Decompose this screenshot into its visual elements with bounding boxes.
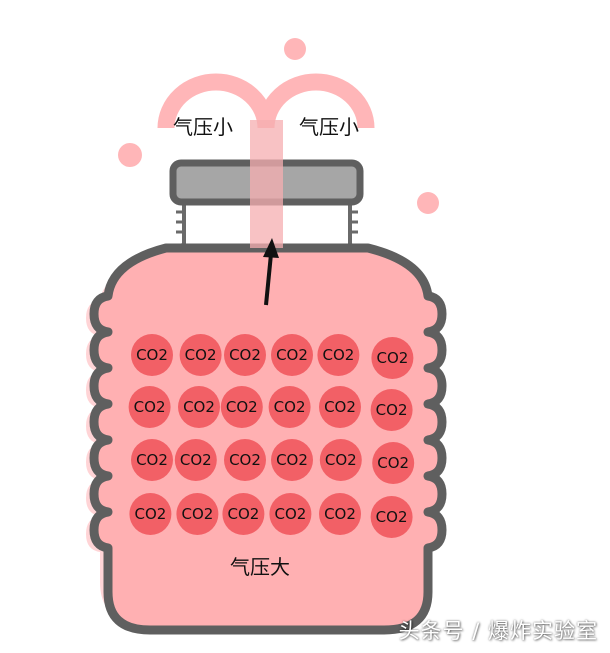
- co2-molecule: [176, 493, 219, 535]
- co2-molecule-label: CO2: [325, 451, 357, 469]
- label-high-pressure-inside: 气压大: [230, 555, 290, 579]
- co2-molecule-label: CO2: [136, 451, 168, 469]
- co2-molecule-label: CO2: [183, 398, 215, 416]
- co2-molecule-label: CO2: [324, 505, 356, 523]
- co2-molecule: [317, 334, 360, 376]
- co2-molecule: [224, 334, 266, 376]
- co2-molecule: [319, 439, 362, 481]
- co2-molecule: [271, 334, 313, 376]
- fountain-stream: [250, 120, 283, 248]
- droplet: [284, 38, 306, 60]
- co2-molecule-label: CO2: [227, 505, 259, 523]
- co2-molecule-label: CO2: [274, 398, 306, 416]
- co2-molecule: [220, 386, 263, 428]
- co2-molecule-label: CO2: [229, 346, 261, 364]
- co2-molecule-label: CO2: [276, 346, 308, 364]
- fountain-arc-right: [257, 73, 375, 129]
- co2-molecule-label: CO2: [185, 346, 217, 364]
- co2-molecule: [372, 442, 415, 484]
- label-low-pressure-right: 气压小: [299, 115, 359, 139]
- co2-molecule: [271, 439, 313, 481]
- co2-molecule-label: CO2: [376, 349, 408, 367]
- co2-molecule-label: CO2: [180, 451, 212, 469]
- co2-molecule: [371, 337, 414, 379]
- co2-molecule: [178, 386, 220, 428]
- co2-molecule-label: CO2: [376, 508, 408, 526]
- co2-molecule-label: CO2: [324, 398, 356, 416]
- label-low-pressure-left: 气压小: [173, 115, 233, 139]
- co2-molecule-label: CO2: [376, 401, 408, 419]
- co2-molecule: [224, 439, 266, 481]
- co2-molecule-label: CO2: [377, 454, 409, 472]
- co2-molecule-label: CO2: [134, 398, 166, 416]
- co2-molecule-label: CO2: [322, 346, 354, 364]
- co2-molecule-label: CO2: [274, 505, 306, 523]
- neck-threads: [176, 210, 358, 234]
- co2-molecule-label: CO2: [181, 505, 213, 523]
- droplet: [417, 192, 439, 214]
- co2-molecule: [269, 493, 312, 535]
- co2-molecule: [129, 493, 172, 535]
- co2-molecule: [268, 386, 311, 428]
- co2-molecule: [174, 439, 217, 481]
- co2-molecule-label: CO2: [229, 451, 261, 469]
- watermark: 头条号 / 爆炸实验室: [398, 619, 598, 643]
- co2-molecule: [222, 493, 265, 535]
- co2-molecule: [370, 496, 413, 538]
- co2-molecule-label: CO2: [226, 398, 258, 416]
- co2-molecule: [370, 389, 413, 431]
- co2-molecule: [131, 334, 173, 376]
- co2-molecule: [319, 493, 361, 535]
- droplet: [118, 143, 142, 167]
- pressure-arrow: [263, 238, 279, 306]
- co2-molecule-label: CO2: [134, 505, 166, 523]
- co2-molecule-label: CO2: [136, 346, 168, 364]
- co2-molecule: [131, 439, 173, 481]
- co2-molecule: [319, 386, 361, 428]
- co2-molecule: [179, 334, 222, 376]
- fountain-arc-left: [157, 73, 275, 129]
- co2-molecule: [128, 386, 171, 428]
- co2-molecule-label: CO2: [276, 451, 308, 469]
